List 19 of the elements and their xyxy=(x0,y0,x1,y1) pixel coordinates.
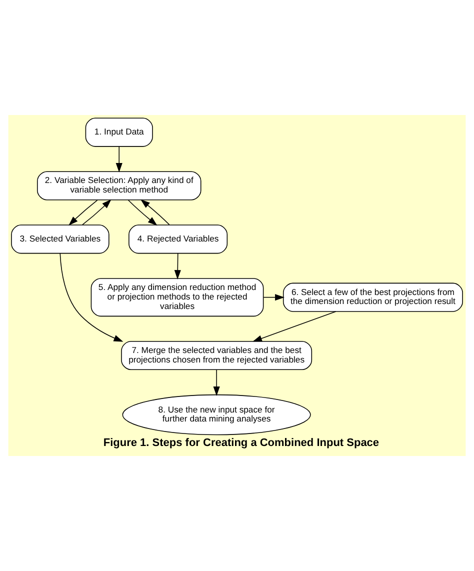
node-box: 3. Selected Variables xyxy=(11,224,110,254)
arrow xyxy=(263,294,284,301)
arrow xyxy=(82,199,112,226)
node-box: 7. Merge the selected variables and the best projections chosen from the rejected variables xyxy=(121,340,312,370)
arrow xyxy=(60,253,124,342)
node-ellipse: 8. Use the new input space for further data mining analyses xyxy=(122,394,311,436)
arrow xyxy=(213,369,220,396)
arrow xyxy=(128,200,158,226)
node-box: 2. Variable Selection: Apply any kind of variable selection method xyxy=(37,171,202,200)
arrow xyxy=(116,146,122,172)
node-box: 5. Apply any dimension reduction method or projection methods to the rejected variables xyxy=(90,278,264,317)
caption: Figure 1. Steps for Creating a Combined Input Space xyxy=(103,436,380,449)
node-box: 4. Rejected Variables xyxy=(128,224,228,254)
node-box: 1. Input Data xyxy=(85,118,153,147)
arrow xyxy=(68,200,98,226)
arrow xyxy=(174,252,181,280)
arrow xyxy=(140,199,170,226)
arrow xyxy=(252,311,336,342)
node-box: 6. Select a few of the best projections from the dimension reduction or projection result xyxy=(282,282,463,312)
